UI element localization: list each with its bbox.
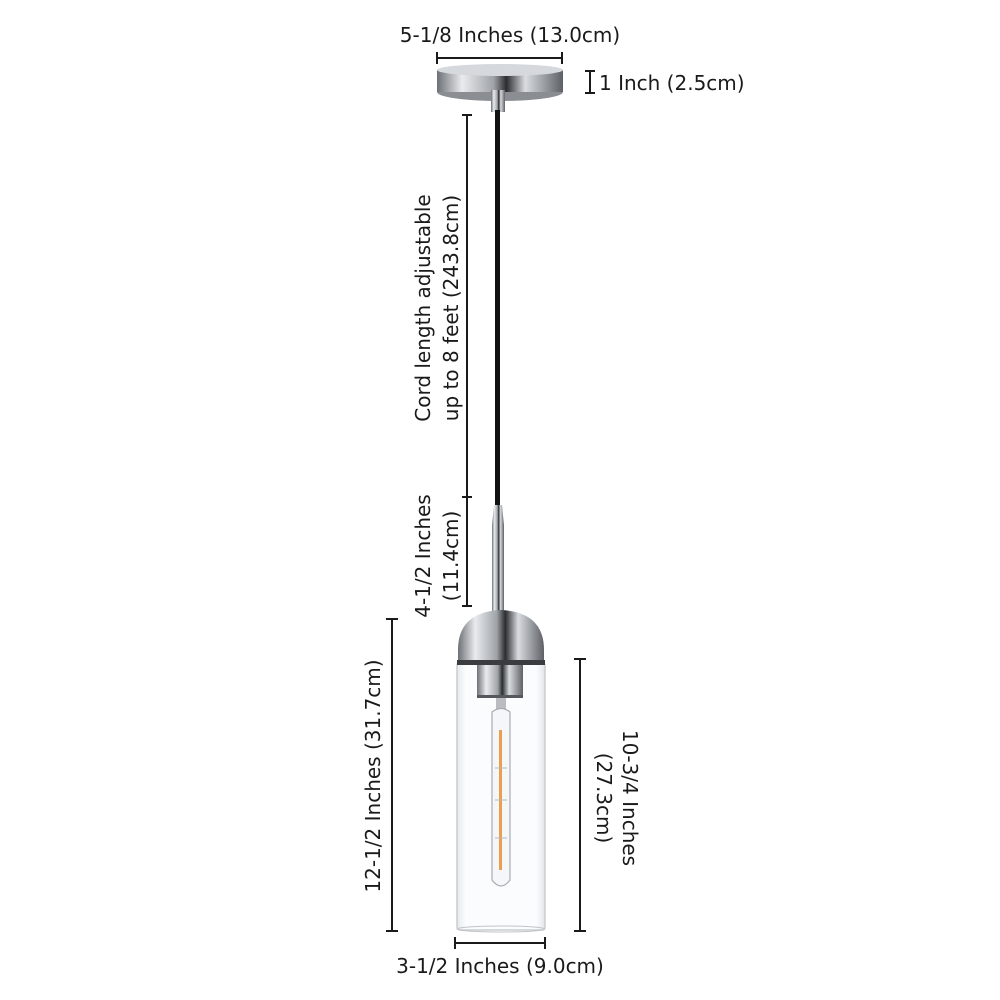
stem-length-dimension: 4-1/2 Inches (11.4cm) [411, 494, 472, 618]
total-height-label: 12-1/2 Inches (31.7cm) [361, 659, 385, 892]
shade-height-label-line2: (27.3cm) [592, 753, 616, 844]
dome-cap [457, 610, 545, 665]
shade-width-dimension: 3-1/2 Inches (9.0cm) [396, 937, 604, 978]
canopy-height-label: 1 Inch (2.5cm) [599, 71, 745, 95]
total-height-dimension: 12-1/2 Inches (31.7cm) [361, 618, 398, 932]
canopy-height-dimension: 1 Inch (2.5cm) [585, 70, 745, 95]
stem [492, 505, 504, 615]
shade-height-label-line1: 10-3/4 Inches [618, 730, 642, 866]
cord-length-dimension: Cord length adjustable up to 8 feet (243… [411, 114, 472, 498]
cord [495, 110, 500, 508]
canopy-width-dimension: 5-1/8 Inches (13.0cm) [400, 23, 620, 64]
bulb [491, 698, 511, 887]
canopy [437, 64, 563, 112]
cord-length-label-line1: Cord length adjustable [411, 194, 435, 422]
socket [477, 665, 523, 698]
cord-length-label-line2: up to 8 feet (243.8cm) [439, 195, 463, 421]
canopy-width-label: 5-1/8 Inches (13.0cm) [400, 23, 620, 47]
stem-length-label-line2: (11.4cm) [439, 511, 463, 602]
shade-width-label: 3-1/2 Inches (9.0cm) [396, 954, 604, 978]
stem-length-label-line1: 4-1/2 Inches [411, 494, 435, 617]
shade-height-dimension: 10-3/4 Inches (27.3cm) [574, 658, 642, 932]
